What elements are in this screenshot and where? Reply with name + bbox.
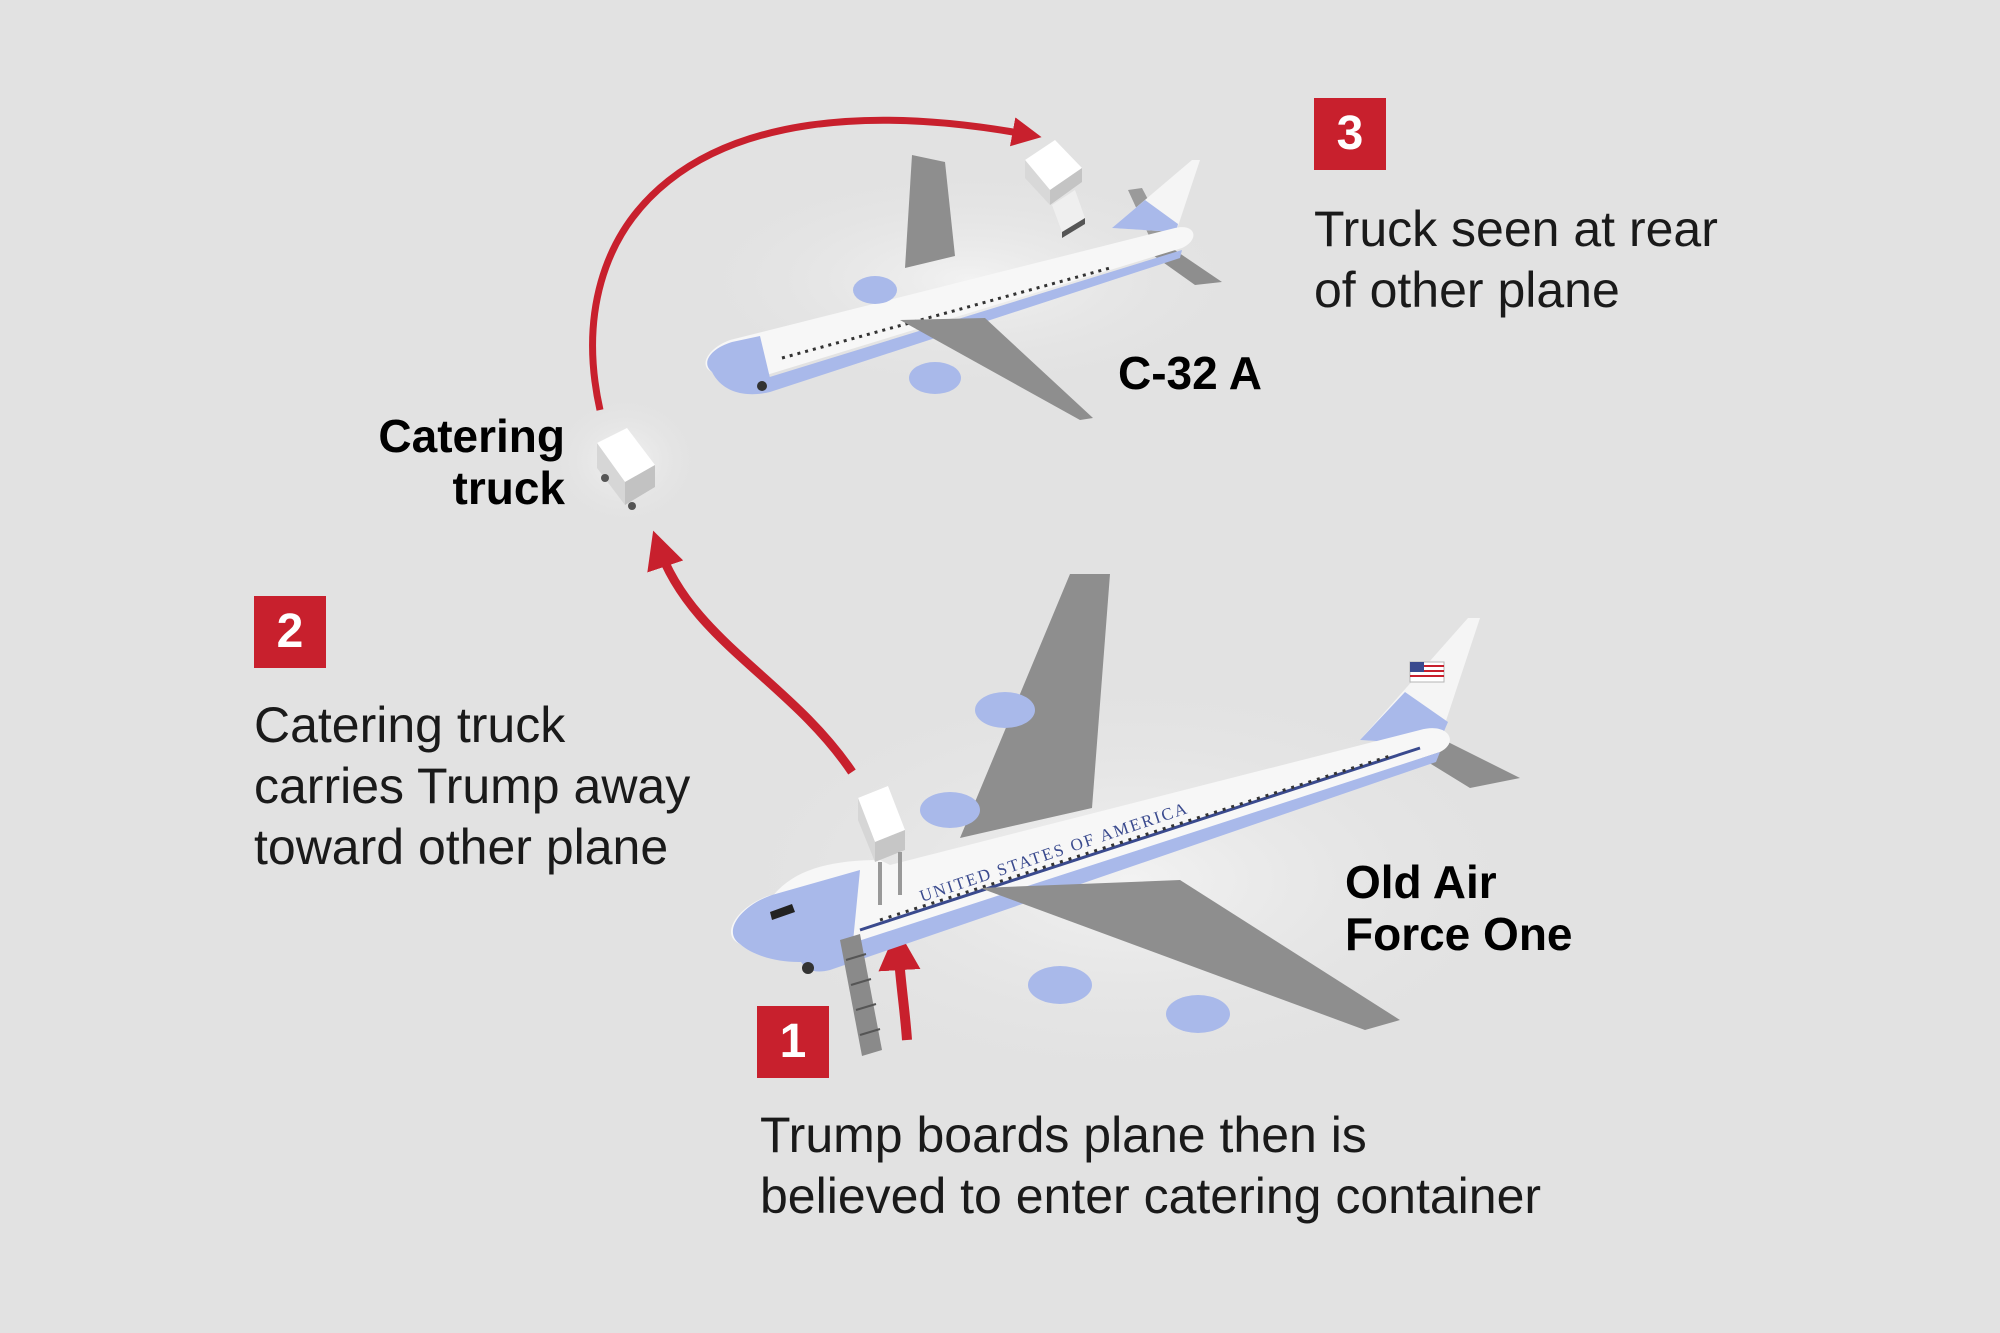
step-2-badge: 2 bbox=[254, 596, 326, 668]
catering-truck-icon bbox=[597, 428, 655, 510]
step-2-caption-line-1: Catering truck bbox=[254, 697, 566, 753]
af1-nose-blue bbox=[732, 870, 860, 963]
step-3-badge: 3 bbox=[1314, 98, 1386, 170]
c32a-nose-blue bbox=[707, 336, 770, 385]
af1-cockpit bbox=[770, 904, 795, 920]
catering-truck-label: Catering truck bbox=[300, 410, 565, 514]
c-32a-plane-icon bbox=[705, 155, 1222, 420]
arrow-boarding-icon bbox=[878, 928, 921, 1041]
arrow-af1-to-truck-icon bbox=[647, 530, 856, 775]
c-32a-label: C-32 A bbox=[1118, 347, 1262, 399]
catering-container-icon bbox=[858, 786, 905, 905]
af1-fuselage bbox=[730, 728, 1450, 962]
c32a-far-engine bbox=[853, 276, 897, 304]
af1-nose-gear bbox=[802, 962, 814, 974]
c32a-tail-fin-blue bbox=[1112, 200, 1178, 232]
old-air-force-one-label-line-1: Old Air bbox=[1345, 856, 1497, 908]
step-1-caption-line-2: believed to enter catering container bbox=[760, 1168, 1542, 1224]
catering-truck-rear-icon bbox=[1025, 140, 1085, 238]
af1-near-wing bbox=[980, 880, 1400, 1030]
c32a-near-wing bbox=[900, 318, 1093, 420]
af1-far-wing bbox=[960, 574, 1110, 838]
af1-belly-blue bbox=[800, 752, 1440, 972]
arrow-truck-to-c32a-icon bbox=[589, 116, 1042, 411]
catering-truck-label-line-1: Catering bbox=[378, 410, 565, 462]
step-1-badge: 1 bbox=[757, 1006, 829, 1078]
step-2-caption: Catering truck carries Trump away toward… bbox=[254, 695, 690, 878]
boarding-stairs-icon bbox=[840, 934, 882, 1056]
step-3-caption-line-2: of other plane bbox=[1314, 262, 1620, 318]
catering-truck-label-line-2: truck bbox=[452, 462, 565, 514]
c32a-window-line bbox=[781, 266, 1111, 360]
step-2-caption-line-3: toward other plane bbox=[254, 819, 669, 875]
af1-far-engine-outer bbox=[975, 692, 1035, 728]
step-2-caption-line-2: carries Trump away bbox=[254, 758, 691, 814]
air-force-one-plane-icon: UNITED STATES OF AMERICA bbox=[730, 574, 1520, 1056]
c-32a-label-text: C-32 A bbox=[1118, 347, 1262, 399]
c32a-near-engine bbox=[909, 362, 961, 394]
step-1-caption: Trump boards plane then is believed to e… bbox=[760, 1105, 1541, 1227]
c32a-nose-gear bbox=[757, 381, 767, 391]
af1-far-engine-inner bbox=[920, 792, 980, 828]
step-1-caption-line-1: Trump boards plane then is bbox=[760, 1107, 1367, 1163]
af1-near-engine-inner bbox=[1028, 966, 1092, 1004]
old-air-force-one-label: Old Air Force One bbox=[1345, 856, 1573, 960]
us-flag-icon bbox=[1409, 661, 1445, 683]
af1-cheat-line bbox=[859, 746, 1421, 932]
step-3-caption-line-1: Truck seen at rear bbox=[1314, 201, 1718, 257]
step-3-caption: Truck seen at rear of other plane bbox=[1314, 199, 1718, 321]
c32a-fuselage bbox=[705, 227, 1194, 382]
af1-near-engine-outer bbox=[1166, 995, 1230, 1033]
old-air-force-one-label-line-2: Force One bbox=[1345, 908, 1573, 960]
c32a-far-wing bbox=[905, 155, 955, 268]
